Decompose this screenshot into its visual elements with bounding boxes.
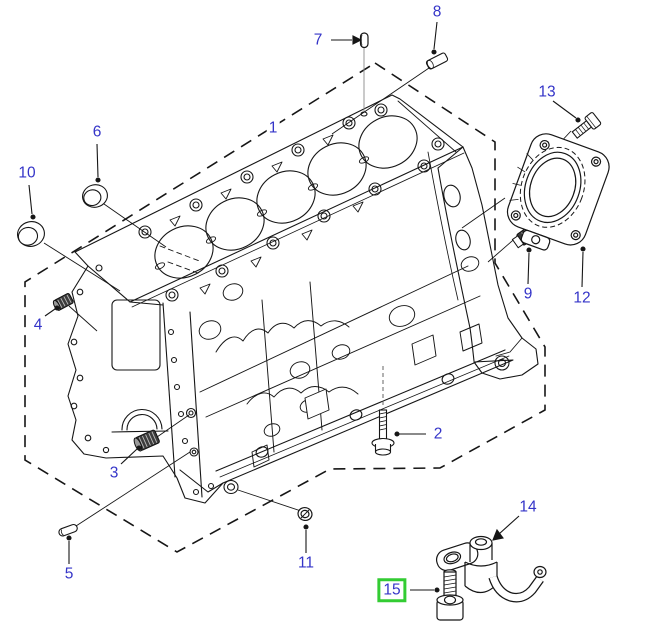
assembly-boundary-dashed: [24, 62, 546, 553]
part-callout-11[interactable]: 11: [295, 554, 317, 572]
cylinder-block[interactable]: [67, 94, 539, 504]
bolt-2[interactable]: [371, 409, 395, 456]
part-location-lines: [43, 47, 572, 527]
sealing-ring-11[interactable]: [297, 506, 314, 522]
callout-leader-lines: [28, 21, 586, 593]
head-bolt-holes: [138, 103, 445, 302]
part-callout-1[interactable]: 1: [266, 119, 280, 137]
part-callout-9[interactable]: 9: [521, 285, 535, 303]
part-callout-3[interactable]: 3: [107, 464, 121, 482]
crankcase-detail: [198, 256, 483, 468]
core-plug-6[interactable]: [80, 182, 110, 210]
front-face: [70, 264, 169, 454]
part-callout-2[interactable]: 2: [431, 425, 445, 443]
part-callout-12[interactable]: 12: [571, 289, 593, 307]
front-pillar: [162, 302, 239, 498]
block-silhouette: [67, 94, 539, 504]
oil-jet-14[interactable]: [434, 535, 547, 603]
dowel-pin-5[interactable]: [58, 523, 78, 537]
part-callout-6[interactable]: 6: [90, 123, 104, 141]
bolt-15[interactable]: [436, 569, 464, 621]
part-callout-5[interactable]: 5: [62, 565, 76, 583]
core-plug-10[interactable]: [15, 219, 47, 249]
bolt-13[interactable]: [570, 112, 602, 141]
part-callout-13[interactable]: 13: [536, 83, 558, 101]
part-callout-4[interactable]: 4: [31, 316, 45, 334]
pan-rail: [215, 349, 510, 478]
part-callout-8[interactable]: 8: [430, 3, 444, 21]
part-callout-15-highlighted[interactable]: 15: [377, 578, 407, 602]
rear-flange: [427, 151, 523, 371]
dowel-8[interactable]: [425, 52, 449, 70]
deck-coolant-passages: [154, 134, 370, 295]
part-callout-14[interactable]: 14: [517, 498, 539, 516]
part-callout-10[interactable]: 10: [16, 164, 38, 182]
part-callout-7[interactable]: 7: [311, 31, 325, 49]
oil-seal-housing-12[interactable]: [494, 128, 614, 262]
